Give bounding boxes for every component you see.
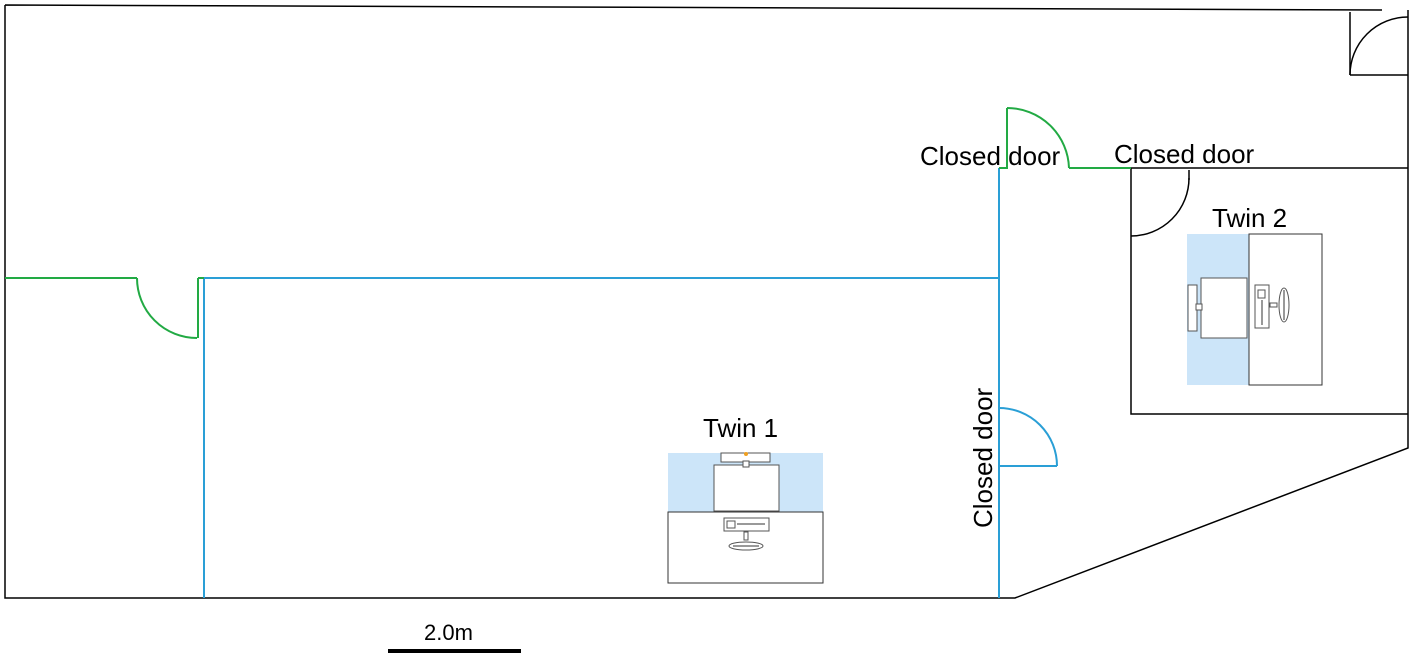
scale-bar-line [388,649,521,653]
twin-2-door-arc [1130,177,1190,237]
twin-2-workstation [1187,233,1323,386]
blue-zone-boundary [203,168,1058,598]
twin-2-label: Twin 2 [1212,203,1287,233]
twin-2-room [1130,168,1408,415]
closed-door-label-3: Closed door [968,387,998,528]
entry-door-arc [1349,16,1409,76]
side-door-arc [998,407,1058,467]
twin-1-label: Twin 1 [703,413,778,443]
scale-bar-label: 2.0m [424,620,473,645]
closed-door-label-2: Closed door [1114,139,1255,169]
green-zone-boundary [5,107,1131,339]
twin-1-workstation [667,452,824,584]
scale-bar: 2.0m [388,620,521,653]
closed-door-label-1: Closed door [920,141,1061,171]
left-door-arc [136,277,198,339]
top-door-arc [1006,107,1070,169]
outer-walls [4,4,1409,599]
